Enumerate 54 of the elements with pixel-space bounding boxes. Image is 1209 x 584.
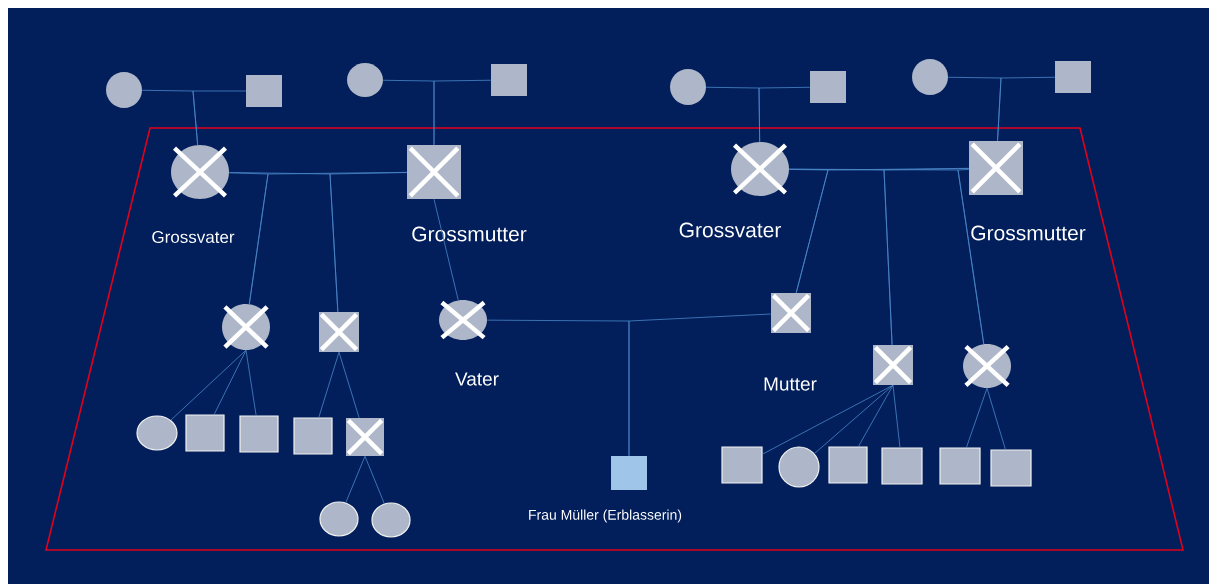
deceased-circle	[222, 304, 270, 350]
person-square	[185, 414, 225, 452]
person-circle	[347, 63, 383, 97]
person-square	[491, 64, 527, 96]
connector-line	[192, 90, 247, 146]
person-label: Grossvater	[679, 222, 781, 238]
connector-line	[892, 384, 901, 448]
person-square	[239, 415, 279, 453]
connector-line	[329, 172, 408, 313]
person-square	[939, 447, 981, 485]
person-circle	[319, 501, 359, 537]
person-label: Grossmutter	[971, 225, 1086, 241]
connector-line	[762, 384, 894, 455]
person-label: Grossmutter	[412, 226, 527, 242]
person-square	[810, 71, 846, 103]
person-square	[990, 449, 1032, 487]
connector-line	[364, 455, 385, 504]
person-label: Mutter	[764, 377, 817, 391]
connector-line	[758, 86, 811, 143]
connector-line	[245, 349, 257, 416]
connector-line	[213, 349, 247, 415]
person-label: Vater	[455, 372, 499, 386]
person-square	[246, 75, 282, 107]
connector-line	[883, 168, 970, 346]
connector-line	[997, 76, 1056, 142]
connector-line	[318, 351, 340, 418]
person-circle	[670, 69, 706, 105]
connector-line	[858, 384, 894, 447]
deceased-square	[346, 418, 384, 456]
person-square	[721, 446, 763, 484]
connector-line	[433, 79, 492, 146]
person-circle	[136, 415, 178, 451]
person-label: Frau Müller (Erblasserin)	[529, 509, 682, 523]
person-square	[1055, 61, 1091, 93]
connector-line	[628, 313, 772, 457]
deceased-square	[319, 312, 359, 352]
deceased-square	[873, 345, 913, 385]
person-square	[293, 417, 333, 455]
connector-line	[338, 351, 360, 419]
person-square	[881, 447, 923, 485]
connector-line	[170, 349, 247, 421]
person-circle	[371, 502, 411, 538]
connector-line	[966, 387, 988, 448]
connector-line	[345, 455, 366, 503]
deceased-circle	[963, 344, 1011, 388]
connector-line	[814, 384, 894, 454]
connector-line	[986, 387, 1006, 450]
person-circle	[912, 59, 948, 95]
person-square	[828, 446, 868, 484]
person-label: Grossvater	[152, 231, 235, 244]
person-circle	[106, 72, 142, 108]
connector-line	[957, 169, 985, 345]
person-circle	[778, 446, 820, 488]
connector-line	[433, 198, 459, 301]
